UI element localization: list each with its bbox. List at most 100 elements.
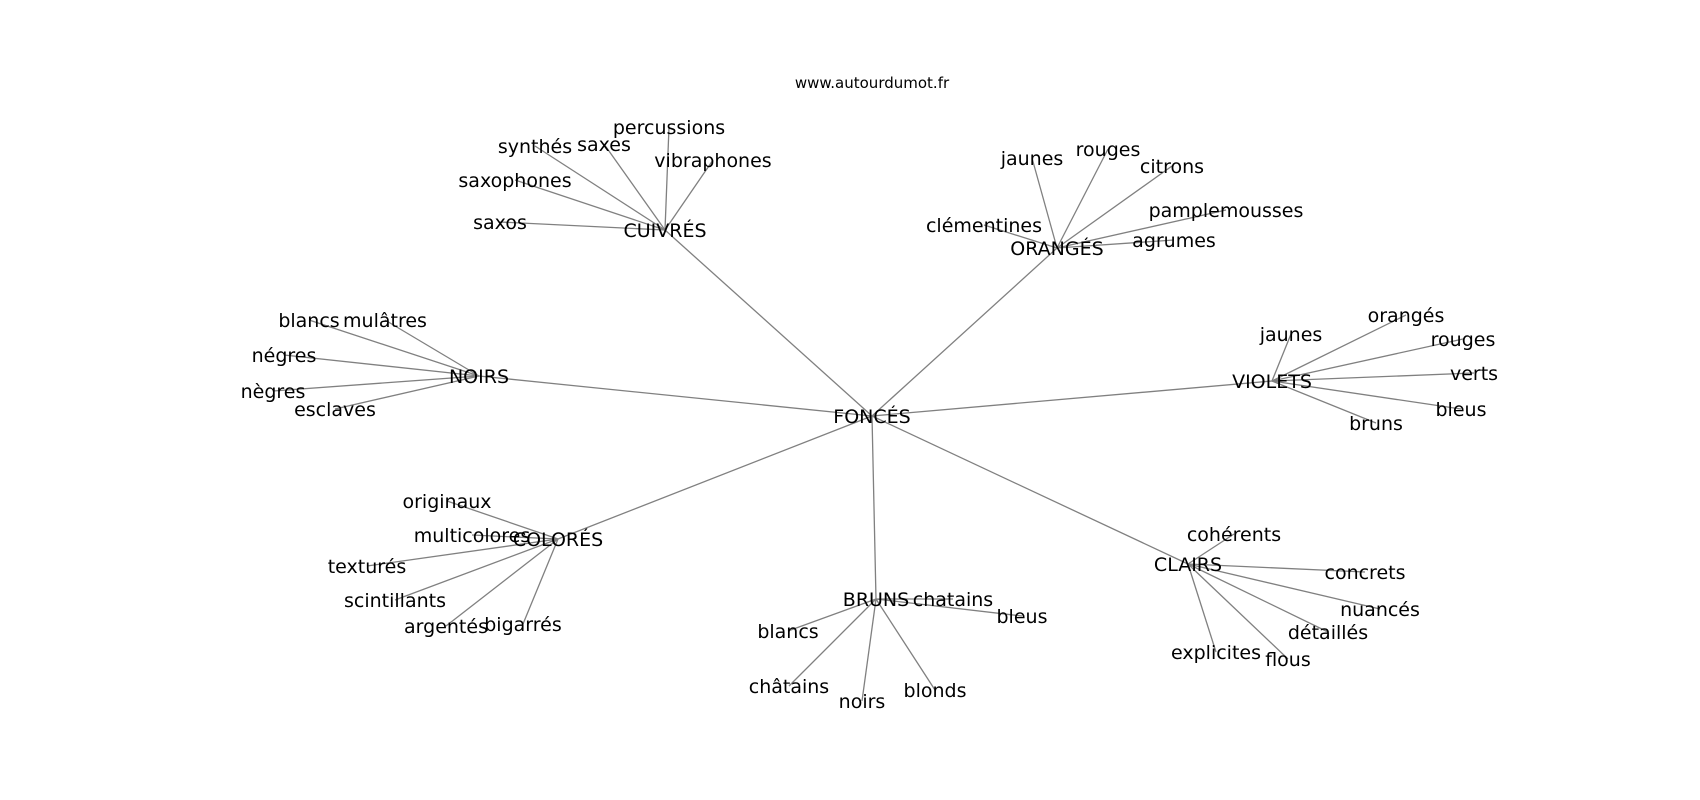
hub-node[interactable]: COLORÉS xyxy=(513,528,603,551)
word-node[interactable]: détaillés xyxy=(1288,622,1368,644)
edge-hub-to-word xyxy=(1187,563,1381,610)
edge-hub-to-word xyxy=(334,375,480,410)
word-node[interactable]: multicolores xyxy=(414,525,531,547)
word-node[interactable]: mulâtres xyxy=(343,310,427,332)
hub-node[interactable]: CLAIRS xyxy=(1154,554,1222,576)
word-node[interactable]: jaunes xyxy=(1000,148,1064,170)
word-node[interactable]: clémentines xyxy=(926,215,1042,237)
word-node[interactable]: nègres xyxy=(241,381,306,403)
edges-layer xyxy=(272,126,1475,702)
word-node[interactable]: cohérents xyxy=(1187,524,1281,546)
word-node[interactable]: flous xyxy=(1265,649,1311,671)
edge-hub-to-word xyxy=(499,221,666,231)
edge-hub-to-word xyxy=(788,598,877,687)
edge-hub-to-word xyxy=(1187,563,1329,633)
edge-hub-to-word xyxy=(1271,333,1292,382)
hub-node[interactable]: BRUNS xyxy=(843,589,909,611)
edge-center-to-hub xyxy=(478,375,873,417)
edge-hub-to-word xyxy=(272,375,480,392)
word-node[interactable]: bleus xyxy=(1436,399,1487,421)
edge-hub-to-word xyxy=(1271,372,1475,382)
edge-hub-to-word xyxy=(664,159,714,231)
word-node[interactable]: vibraphones xyxy=(654,150,771,172)
word-node[interactable]: synthés xyxy=(498,136,572,158)
word-node[interactable]: bruns xyxy=(1349,413,1403,435)
word-node[interactable]: blancs xyxy=(757,621,818,643)
edge-hub-to-word xyxy=(664,126,670,231)
center-node[interactable]: FONCÉS xyxy=(833,405,910,428)
word-node[interactable]: concrets xyxy=(1325,562,1406,584)
word-node[interactable]: blancs xyxy=(278,310,339,332)
word-node[interactable]: négres xyxy=(252,345,317,367)
word-node[interactable]: nuancés xyxy=(1340,599,1420,621)
edge-hub-to-word xyxy=(983,224,1058,249)
edge-center-to-hub xyxy=(871,247,1058,417)
edge-hub-to-word xyxy=(1187,563,1289,660)
edge-hub-to-word xyxy=(787,598,877,632)
word-node[interactable]: blonds xyxy=(904,680,967,702)
edge-center-to-hub xyxy=(664,229,873,417)
edge-hub-to-word xyxy=(283,354,480,377)
edge-hub-to-word xyxy=(861,598,877,702)
edge-hub-to-word xyxy=(603,143,666,231)
word-node[interactable]: esclaves xyxy=(294,399,376,421)
edge-hub-to-word xyxy=(384,319,480,377)
edge-hub-to-word xyxy=(522,538,559,625)
hub-node[interactable]: VIOLETS xyxy=(1232,371,1312,393)
edge-hub-to-word xyxy=(1271,338,1464,382)
edge-hub-to-word xyxy=(1031,157,1058,249)
hub-node[interactable]: CUIVRÉS xyxy=(623,219,706,242)
hub-node[interactable]: NOIRS xyxy=(449,366,509,388)
word-node[interactable]: verts xyxy=(1450,363,1498,385)
edge-hub-to-word xyxy=(366,538,559,567)
word-node[interactable]: originaux xyxy=(402,491,491,513)
word-node[interactable]: bigarrés xyxy=(484,614,562,636)
edge-hub-to-word xyxy=(534,145,666,231)
word-node[interactable]: argentés xyxy=(404,616,488,638)
edge-hub-to-word xyxy=(308,319,480,377)
word-node[interactable]: orangés xyxy=(1368,305,1445,327)
edge-hub-to-word xyxy=(1187,533,1235,565)
site-watermark: www.autourdumot.fr xyxy=(795,74,950,92)
edge-hub-to-word xyxy=(471,534,559,540)
word-node[interactable]: châtains xyxy=(749,676,829,698)
hub-node[interactable]: ORANGÉS xyxy=(1010,237,1103,260)
edge-hub-to-word xyxy=(1056,165,1173,249)
edge-hub-to-word xyxy=(1271,380,1377,424)
word-node[interactable]: explicites xyxy=(1171,642,1261,664)
edge-hub-to-word xyxy=(1056,209,1227,249)
word-node[interactable]: percussions xyxy=(613,117,725,139)
edge-center-to-hub xyxy=(557,415,873,540)
edge-center-to-hub xyxy=(871,415,1189,565)
edge-center-to-hub xyxy=(871,380,1273,417)
word-node[interactable]: chatains xyxy=(913,589,993,611)
edge-center-to-hub xyxy=(871,415,877,600)
word-node[interactable]: saxes xyxy=(577,134,631,156)
edge-hub-to-word xyxy=(445,538,559,627)
word-node[interactable]: citrons xyxy=(1140,156,1204,178)
edge-hub-to-word xyxy=(875,598,936,691)
edge-hub-to-word xyxy=(1271,380,1462,410)
edge-hub-to-word xyxy=(394,538,559,601)
edge-hub-to-word xyxy=(875,598,1023,617)
word-node[interactable]: saxophones xyxy=(458,170,571,192)
edge-hub-to-word xyxy=(1056,239,1175,249)
word-node[interactable]: noirs xyxy=(839,691,886,713)
word-node[interactable]: jaunes xyxy=(1259,324,1323,346)
word-node[interactable]: scintillants xyxy=(344,590,446,612)
word-node[interactable]: rouges xyxy=(1076,139,1141,161)
word-node[interactable]: pamplemousses xyxy=(1149,200,1304,222)
edge-hub-to-word xyxy=(514,179,666,231)
edge-hub-to-word xyxy=(1056,148,1109,249)
edge-hub-to-word xyxy=(446,500,559,540)
word-node[interactable]: texturés xyxy=(328,556,407,578)
word-node[interactable]: agrumes xyxy=(1132,230,1216,252)
word-node[interactable]: rouges xyxy=(1431,329,1496,351)
word-node[interactable]: bleus xyxy=(997,606,1048,628)
edge-hub-to-word xyxy=(1187,563,1217,653)
edge-hub-to-word xyxy=(1271,314,1407,382)
edge-hub-to-word xyxy=(1187,563,1366,573)
word-node[interactable]: saxos xyxy=(473,212,527,234)
